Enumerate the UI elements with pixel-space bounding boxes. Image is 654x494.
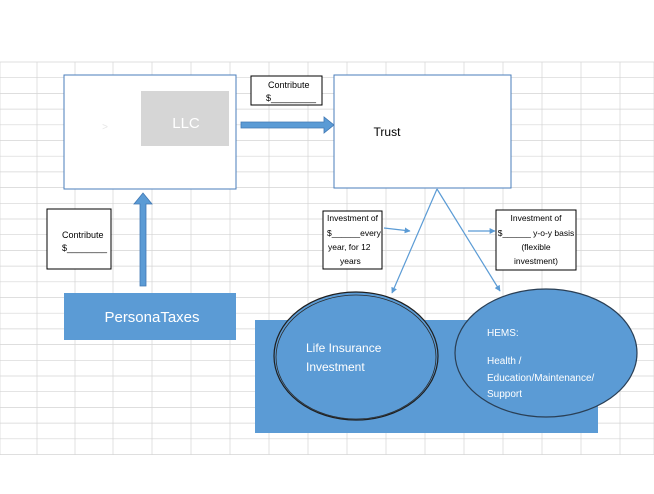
- taxes-to-llc-arrow: [133, 192, 153, 287]
- investment-right-line2: $______ y-o-y basis: [498, 228, 575, 238]
- hems-line3: Education/Maintenance/: [487, 373, 595, 384]
- trust-box: [333, 74, 512, 189]
- life-insurance-ellipse-inner: [275, 294, 437, 420]
- personal-taxes-box: [64, 293, 236, 340]
- hems-line1: HEMS:: [487, 328, 519, 339]
- life-insurance-ellipse: [273, 291, 439, 421]
- life-insurance-line1: Life Insurance: [306, 341, 382, 355]
- contribute-left-line1: Contribute: [62, 230, 104, 240]
- investment-left-pointer: [383, 227, 411, 234]
- llc-to-trust-arrow: [240, 116, 335, 134]
- trust-to-hems-line: [436, 188, 501, 292]
- hems-line2: Health /: [487, 356, 522, 367]
- investment-left-line1: Investment of: [327, 213, 379, 223]
- investment-right-line1: Investment of: [510, 213, 562, 223]
- investment-right-line4: investment): [514, 256, 558, 266]
- contribute-top-box: [250, 75, 323, 106]
- trust-label: Trust: [374, 125, 402, 139]
- llc-label: LLC: [172, 115, 200, 132]
- investment-right-line3: (flexible: [521, 242, 551, 252]
- hems-ellipse: [454, 288, 638, 418]
- life-insurance-line2: Investment: [306, 360, 365, 374]
- hems-line4: Support: [487, 389, 522, 400]
- investment-left-line2: $______every: [327, 228, 382, 238]
- contribute-left-line2: $________: [62, 243, 108, 253]
- investment-left-line3: year, for 12: [328, 242, 371, 252]
- contribute-left-box: [46, 208, 112, 270]
- contribute-top-line2: $_________: [266, 93, 317, 103]
- llc-box: [141, 91, 229, 146]
- investment-left-box: [322, 210, 383, 270]
- llc-faint-mark: >: [102, 122, 108, 133]
- contribute-top-line1: Contribute: [268, 80, 310, 90]
- investment-left-line4: years: [340, 256, 361, 266]
- investment-right-box: [495, 209, 577, 271]
- trust-to-life-insurance-line: [391, 188, 438, 294]
- personal-taxes-label: PersonaTaxes: [104, 309, 199, 326]
